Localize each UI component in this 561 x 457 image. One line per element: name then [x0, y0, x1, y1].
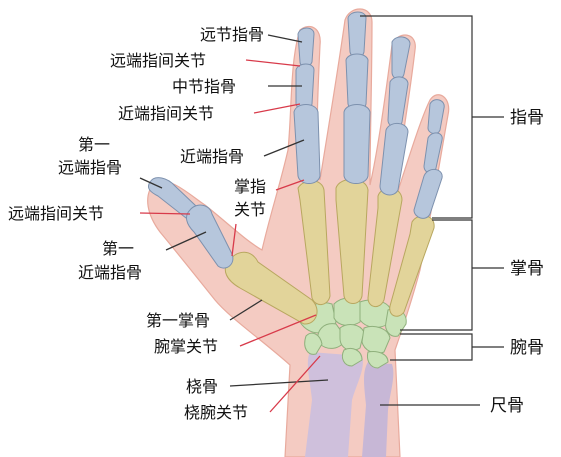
carpals-bracket	[390, 334, 472, 360]
leader-distal-phalanx	[268, 35, 302, 42]
label-mcp-joint-1: 掌指	[234, 177, 266, 196]
label-first-distal-1: 第一	[78, 135, 110, 154]
index-middle-phalanx	[296, 64, 314, 110]
middle-distal-phalanx	[348, 12, 366, 58]
label-dip-joint: 远端指间关节	[110, 51, 206, 70]
leader-dip-joint	[246, 60, 300, 66]
label-distal-phalanx: 远节指骨	[200, 25, 264, 44]
label-first-metacarpal: 第一掌骨	[146, 311, 210, 330]
index-distal-phalanx	[298, 28, 314, 67]
label-radiocarpal-joint: 桡腕关节	[184, 403, 248, 422]
label-first-proximal-1: 第一	[102, 239, 134, 258]
label-middle-phalanx: 中节指骨	[172, 77, 236, 96]
label-proximal-phalanx: 近端指骨	[180, 147, 244, 166]
label-first-distal-2: 远端指骨	[58, 158, 122, 177]
label-ulna: 尺骨	[490, 396, 524, 416]
label-metacarpals: 掌骨	[510, 259, 544, 279]
label-radius: 桡骨	[186, 377, 218, 396]
middle-middle-phalanx	[346, 54, 368, 110]
index-proximal-phalanx	[294, 105, 320, 184]
label-carpals: 腕骨	[510, 338, 544, 358]
label-first-proximal-2: 近端指骨	[78, 263, 142, 282]
label-mcp-joint-2: 关节	[234, 200, 266, 219]
label-pip-joint: 近端指间关节	[118, 104, 214, 123]
label-thumb-dip-joint: 远端指间关节	[8, 204, 104, 223]
middle-proximal-phalanx	[344, 105, 370, 184]
carpal-bone-6	[340, 325, 364, 351]
label-cmc-joint: 腕掌关节	[154, 337, 218, 356]
label-phalanges: 指骨	[510, 108, 544, 128]
